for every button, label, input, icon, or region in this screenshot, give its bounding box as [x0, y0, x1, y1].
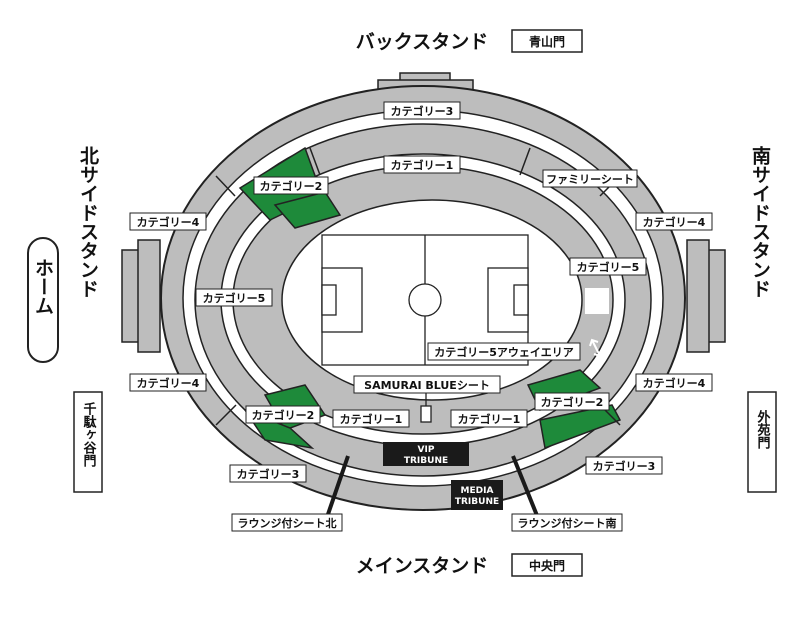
- svg-text:ファミリーシート: ファミリーシート: [546, 173, 634, 186]
- main-gate-box: 中央門: [511, 553, 583, 577]
- section-labels: カテゴリー3 カテゴリー1 ファミリーシート カテゴリー2 カテゴリー4 カテゴ…: [129, 101, 713, 532]
- svg-text:ラウンジ付シート北: ラウンジ付シート北: [238, 516, 337, 530]
- label-category5-away[interactable]: カテゴリー5アウェイエリア: [427, 342, 581, 361]
- svg-text:カテゴリー2: カテゴリー2: [541, 395, 604, 409]
- north-gate-box: 千駄ヶ谷門: [73, 391, 103, 493]
- label-category2-northwest[interactable]: カテゴリー2: [253, 176, 329, 195]
- svg-text:千駄ヶ谷門: 千駄ヶ谷門: [81, 401, 97, 468]
- label-lounge-seat-south[interactable]: ラウンジ付シート南: [511, 513, 623, 532]
- svg-text:カテゴリー4: カテゴリー4: [643, 215, 706, 229]
- svg-text:ホーム: ホーム: [32, 258, 54, 315]
- svg-text:カテゴリー4: カテゴリー4: [643, 376, 706, 390]
- svg-text:カテゴリー2: カテゴリー2: [260, 179, 323, 193]
- label-samurai-blue-seat[interactable]: SAMURAI BLUEシート: [353, 375, 501, 394]
- vip-tribune-line1: VIP: [418, 445, 435, 455]
- north-side-stand-seats: [121, 239, 161, 353]
- main-stand-title: メインスタンド: [356, 555, 489, 577]
- label-lounge-seat-north[interactable]: ラウンジ付シート北: [231, 513, 343, 532]
- north-stand-title: 北サイドスタンド: [77, 146, 99, 298]
- label-category3-southwest[interactable]: カテゴリー3: [229, 464, 307, 483]
- svg-text:SAMURAI BLUEシート: SAMURAI BLUEシート: [364, 379, 490, 392]
- vip-tribune-line2: TRIBUNE: [404, 456, 448, 466]
- label-category5-north[interactable]: カテゴリー5: [195, 288, 273, 307]
- label-category4-northeast[interactable]: カテゴリー4: [635, 212, 713, 231]
- svg-text:ラウンジ付シート南: ラウンジ付シート南: [518, 516, 617, 530]
- back-stand-title: バックスタンド: [356, 31, 488, 53]
- svg-text:カテゴリー4: カテゴリー4: [137, 215, 200, 229]
- label-category1-main-south[interactable]: カテゴリー1: [450, 409, 528, 428]
- svg-text:カテゴリー3: カテゴリー3: [391, 104, 454, 118]
- label-family-seat[interactable]: ファミリーシート: [542, 169, 638, 188]
- svg-text:カテゴリー5: カテゴリー5: [203, 291, 266, 305]
- label-category4-northwest[interactable]: カテゴリー4: [129, 212, 207, 231]
- home-badge: ホーム: [27, 237, 59, 363]
- south-side-stand-seats: [686, 239, 726, 353]
- label-category4-southwest[interactable]: カテゴリー4: [129, 373, 207, 392]
- label-category2-southeast[interactable]: カテゴリー2: [534, 392, 610, 411]
- label-category3-southeast[interactable]: カテゴリー3: [585, 456, 663, 475]
- back-gate-box: 青山門: [511, 29, 583, 53]
- label-category4-southeast[interactable]: カテゴリー4: [635, 373, 713, 392]
- svg-text:中央門: 中央門: [529, 558, 565, 573]
- svg-text:カテゴリー1: カテゴリー1: [340, 412, 403, 426]
- label-category5-south[interactable]: カテゴリー5: [569, 257, 647, 276]
- south-stand-title: 南サイドスタンド: [749, 146, 771, 298]
- label-category1-top[interactable]: カテゴリー1: [383, 155, 461, 174]
- label-category2-southwest[interactable]: カテゴリー2: [245, 405, 321, 424]
- svg-text:カテゴリー3: カテゴリー3: [237, 467, 300, 481]
- svg-text:カテゴリー4: カテゴリー4: [137, 376, 200, 390]
- media-tribune-line1: MEDIA: [461, 486, 494, 496]
- svg-text:外苑門: 外苑門: [755, 409, 772, 450]
- south-gate-box: 外苑門: [747, 391, 777, 493]
- media-tribune-line2: TRIBUNE: [455, 497, 499, 507]
- svg-text:カテゴリー1: カテゴリー1: [458, 412, 521, 426]
- label-category3-top[interactable]: カテゴリー3: [383, 101, 461, 120]
- svg-text:カテゴリー1: カテゴリー1: [391, 158, 454, 172]
- svg-text:カテゴリー5: カテゴリー5: [577, 260, 640, 274]
- svg-text:青山門: 青山門: [529, 34, 565, 49]
- away-direction-arrow-icon: [589, 338, 603, 358]
- svg-text:カテゴリー3: カテゴリー3: [593, 459, 656, 473]
- svg-text:カテゴリー2: カテゴリー2: [252, 408, 315, 422]
- svg-text:カテゴリー5アウェイエリア: カテゴリー5アウェイエリア: [434, 345, 574, 359]
- label-category1-main-north[interactable]: カテゴリー1: [332, 409, 410, 428]
- tribune-blocks: [323, 392, 542, 524]
